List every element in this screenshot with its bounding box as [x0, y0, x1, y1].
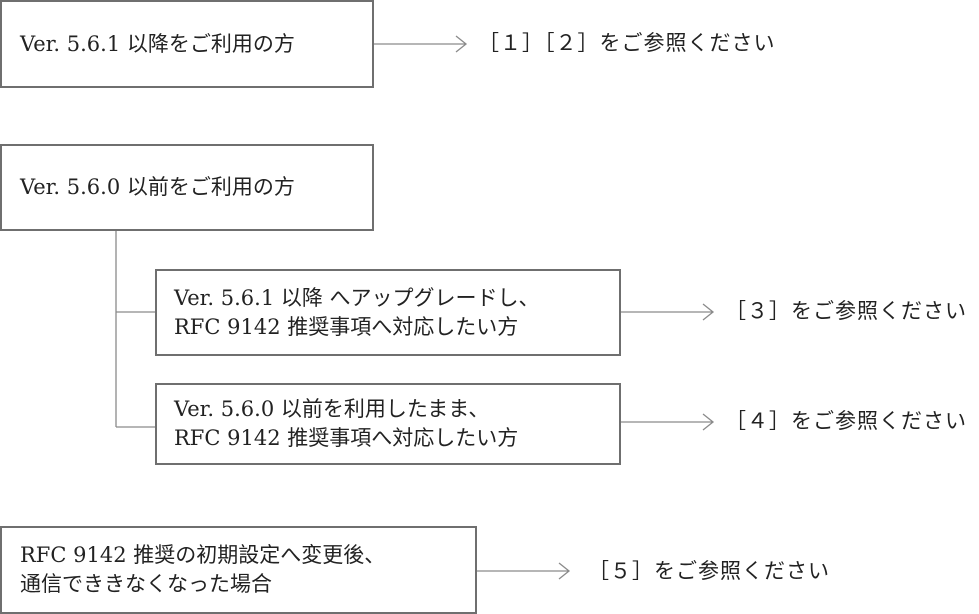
box-text-line-2: RFC 9142 推奨事項へ対応したい方 [174, 426, 519, 450]
box-ver-560-users: Ver. 5.6.0 以前をご利用の方 [0, 144, 374, 231]
box-text-line-1: RFC 9142 推奨の初期設定へ変更後、 [20, 543, 386, 567]
arrow-4 [621, 413, 715, 431]
box-keep-version-case: Ver. 5.6.0 以前を利用したまま、 RFC 9142 推奨事項へ対応した… [155, 383, 621, 465]
reference-5: ［５］をご参照ください [588, 559, 830, 583]
box-text-line-2: RFC 9142 推奨事項へ対応したい方 [174, 314, 519, 339]
box-upgrade-case: Ver. 5.6.1 以降 へアップグレードし、 RFC 9142 推奨事項へ対… [155, 269, 621, 356]
arrow-5 [477, 562, 571, 580]
box-text-line-1: Ver. 5.6.1 以降 へアップグレードし、 [174, 285, 540, 310]
box-connection-failure-case: RFC 9142 推奨の初期設定へ変更後、 通信でききなくなった場合 [0, 526, 477, 614]
box-text-line-1: Ver. 5.6.0 以前を利用したまま、 [174, 397, 490, 421]
tree-connector [115, 230, 156, 428]
arrow-1 [374, 35, 468, 53]
box-text: Ver. 5.6.1 以降をご利用の方 [20, 31, 295, 56]
reference-3: ［３］をご参照ください [725, 299, 967, 323]
arrow-3 [621, 303, 715, 321]
reference-4: ［４］をご参照ください [725, 409, 967, 433]
box-text: Ver. 5.6.0 以前をご利用の方 [20, 175, 295, 199]
box-ver-561-users: Ver. 5.6.1 以降をご利用の方 [0, 0, 374, 88]
box-text-line-2: 通信でききなくなった場合 [20, 572, 272, 596]
reference-1-2: ［１］［２］をご参照ください [478, 31, 776, 55]
